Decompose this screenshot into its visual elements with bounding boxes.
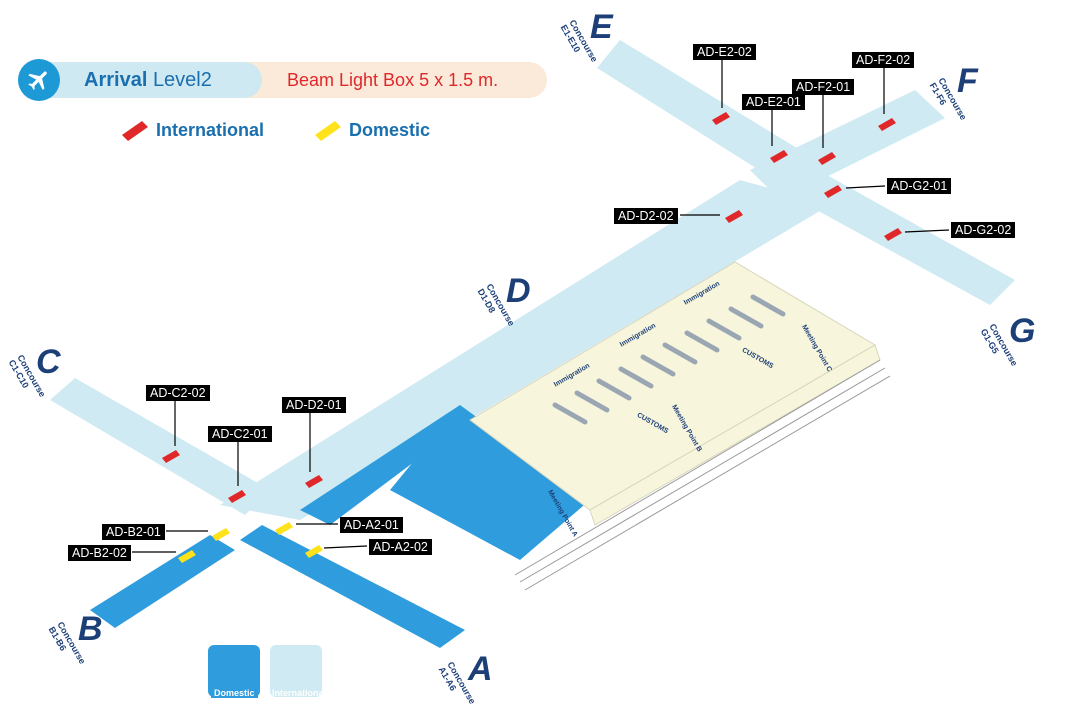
baggage-belts — [552, 294, 786, 425]
box-c2-02 — [162, 450, 180, 463]
concourse-f-letter: F — [957, 62, 978, 100]
tag-ad-a2-01: AD-A2-01 — [340, 517, 403, 533]
box-a2-01 — [275, 522, 293, 535]
footer-international-label: International — [272, 688, 327, 698]
box-c2-01 — [228, 490, 246, 503]
tag-ad-e2-01: AD-E2-01 — [742, 94, 805, 110]
legend-domestic: Domestic — [315, 120, 430, 141]
page-title: Arrival Level2 — [84, 69, 212, 92]
international-light-boxes — [162, 112, 902, 503]
baggage-belt — [618, 366, 654, 389]
footer-domestic-label: Domestic — [211, 688, 258, 698]
baggage-belt — [640, 354, 676, 377]
baggage-belt — [596, 378, 632, 401]
baggage-belt — [750, 294, 786, 317]
baggage-belt — [662, 342, 698, 365]
tag-ad-a2-02: AD-A2-02 — [369, 539, 432, 555]
legend-domestic-label: Domestic — [349, 120, 431, 140]
domestic-light-boxes — [178, 522, 323, 563]
title-bold: Arrival — [84, 69, 148, 91]
box-e2-02 — [712, 112, 730, 125]
baggage-belt — [684, 330, 720, 353]
box-a2-02 — [305, 545, 323, 558]
box-b2-02 — [178, 550, 196, 563]
box-e2-01 — [770, 150, 788, 163]
box-f2-01 — [818, 152, 836, 165]
page-subtitle: Beam Light Box 5 x 1.5 m. — [287, 70, 499, 90]
pointer-lines — [132, 60, 950, 553]
pointer-a2-02 — [323, 545, 368, 549]
header-title-bg — [22, 62, 262, 98]
tag-ad-d2-01: AD-D2-01 — [282, 397, 346, 413]
tag-ad-g2-02: AD-G2-02 — [951, 222, 1016, 238]
baggage-belt — [706, 318, 742, 341]
concourse-d-letter: D — [506, 272, 531, 310]
concourse-g-letter: G — [1009, 312, 1036, 350]
tag-ad-f2-01: AD-F2-01 — [792, 79, 855, 95]
box-g2-01 — [824, 185, 842, 198]
concourse-a-letter: A — [468, 650, 493, 688]
box-d2-01 — [305, 475, 323, 488]
legend-international: International — [122, 120, 264, 141]
box-g2-02 — [884, 228, 902, 241]
tag-ad-b2-02: AD-B2-02 — [68, 545, 131, 561]
baggage-belt — [728, 306, 764, 329]
legend-international-label: International — [156, 120, 265, 140]
airplane-icon — [18, 59, 60, 101]
box-b2-01 — [212, 528, 230, 541]
baggage-belt — [574, 390, 610, 413]
yellow-box-icon — [315, 120, 341, 141]
domestic-concourses — [90, 405, 590, 648]
tag-ad-g2-01: AD-G2-01 — [887, 178, 952, 194]
tag-ad-c2-01: AD-C2-01 — [208, 426, 272, 442]
curb-road — [514, 359, 891, 591]
tag-ad-b2-01: AD-B2-01 — [102, 524, 165, 540]
baggage-belt — [552, 402, 588, 425]
pointer-g2-01 — [845, 185, 886, 189]
tag-ad-d2-02: AD-D2-02 — [614, 208, 678, 224]
tag-ad-e2-02: AD-E2-02 — [693, 44, 756, 60]
concourse-e-letter: E — [590, 8, 613, 46]
box-d2-02 — [725, 210, 743, 223]
concourse-b-letter: B — [78, 610, 103, 648]
red-box-icon — [122, 120, 148, 141]
pointer-g2-02 — [904, 229, 950, 233]
tag-ad-c2-02: AD-C2-02 — [146, 385, 210, 401]
footer-international-swatch — [270, 645, 322, 697]
title-rest: Level2 — [152, 69, 212, 91]
concourse-c-letter: C — [36, 343, 61, 381]
box-f2-02 — [878, 118, 896, 131]
tag-ad-f2-02: AD-F2-02 — [852, 52, 915, 68]
